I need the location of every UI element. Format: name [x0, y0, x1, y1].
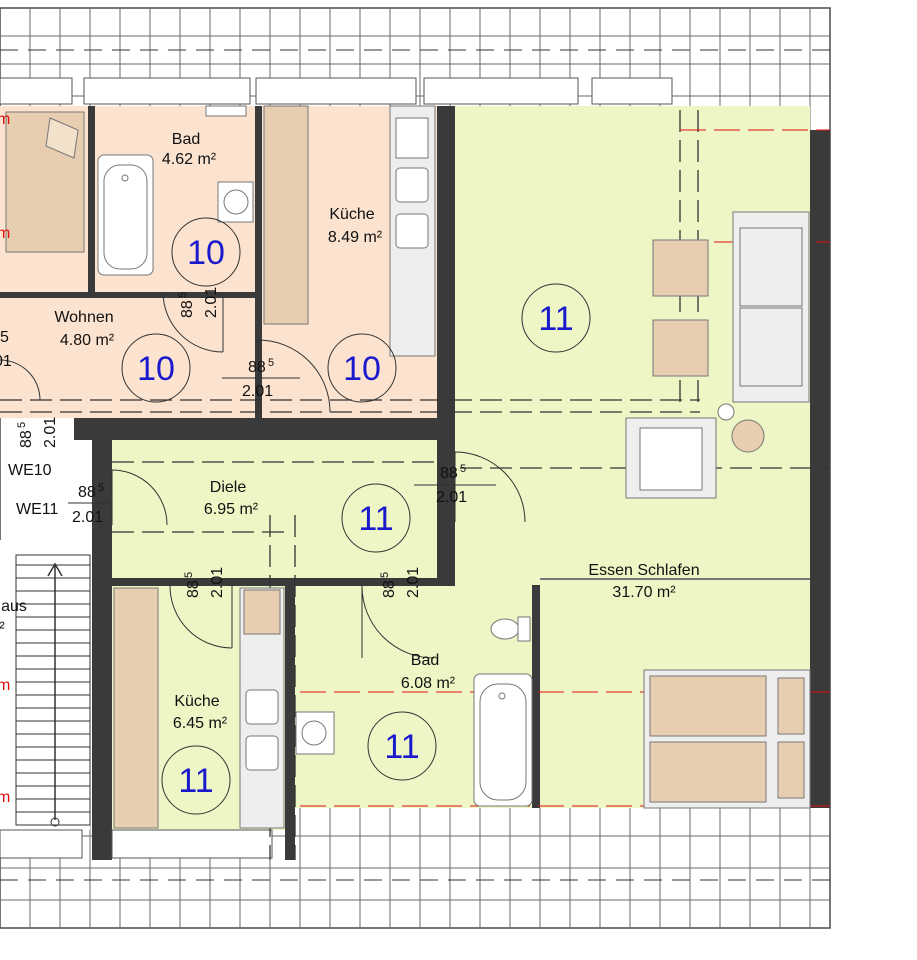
- unit-number-we10: 10: [137, 350, 175, 388]
- room-area-treppenhaus: ²: [0, 620, 5, 637]
- unit-number-we11: 11: [358, 500, 393, 538]
- red-marker: m: [0, 111, 10, 128]
- room-name-bad-we10: Bad: [172, 131, 200, 148]
- svg-text:88: 88: [440, 465, 458, 482]
- room-name-diele-we11: Diele: [210, 479, 247, 496]
- svg-text:88: 88: [248, 359, 266, 376]
- room-area-bad-we10: 4.62 m²: [162, 151, 217, 168]
- svg-text:2.01: 2.01: [72, 509, 103, 526]
- room-labels: Bad 4.62 m² Küche 8.49 m² Wohnen 4.80 m²…: [0, 131, 700, 732]
- room-name-treppenhaus: aus: [1, 598, 27, 615]
- staircase: [15, 554, 91, 827]
- svg-text:5: 5: [183, 572, 195, 578]
- svg-text:5: 5: [268, 357, 274, 369]
- room-name-wohnen-we10: Wohnen: [54, 309, 113, 326]
- unit-labels: WE10 WE11: [6, 460, 86, 518]
- red-marker: m: [0, 225, 10, 242]
- counter-icon: [263, 105, 309, 325]
- door-dimensions-vertical: 88 5 2.01 88 5 2.01 88 5 2.01 88 5 2.01: [16, 287, 422, 598]
- red-marker: m: [0, 677, 10, 694]
- svg-text:2.01: 2.01: [203, 287, 220, 318]
- unit-circles: [121, 217, 591, 815]
- svg-text:2.01: 2.01: [436, 489, 467, 506]
- we10-wohnen-fill: [0, 298, 258, 418]
- furniture: [5, 105, 811, 829]
- door-dim-essen: 88 5 2.01: [414, 463, 496, 506]
- room-area-wohnen-we10: 4.80 m²: [60, 332, 115, 349]
- svg-text:88: 88: [18, 430, 35, 448]
- svg-text:88: 88: [179, 300, 196, 318]
- red-marker: m: [0, 789, 10, 806]
- svg-text:2.01: 2.01: [405, 567, 422, 598]
- svg-text:5: 5: [98, 482, 104, 494]
- room-area-kueche-we11: 6.45 m²: [173, 715, 228, 732]
- side-table-icon: [731, 419, 765, 453]
- svg-text:88: 88: [78, 484, 96, 501]
- unit-number-we10: 10: [343, 350, 381, 388]
- svg-text:88: 88: [185, 580, 202, 598]
- door-dimensions: 88 5 2.01 88 5 2.01 88 5 2.01: [68, 357, 496, 526]
- counter-icon: [113, 587, 159, 829]
- toilet-icon: [490, 618, 520, 640]
- windows: [0, 77, 673, 859]
- svg-text:2.01: 2.01: [242, 383, 273, 400]
- unit-numbers: 10 10 10 11 11 11 11: [137, 234, 574, 800]
- unit-number-we11: 11: [538, 300, 573, 338]
- room-area-bad-we11: 6.08 m²: [401, 675, 456, 692]
- svg-text:5: 5: [177, 292, 189, 298]
- room-name-kueche-we10: Küche: [329, 206, 374, 223]
- svg-text:5: 5: [379, 572, 391, 578]
- room-area-diele-we11: 6.95 m²: [204, 501, 259, 518]
- chair-icon: [652, 319, 709, 377]
- we11-diele-fill: [112, 440, 437, 580]
- unit-number-we11: 11: [178, 762, 213, 800]
- room-area-essen-we11: 31.70 m²: [612, 584, 676, 601]
- room-area-kueche-we10: 8.49 m²: [328, 229, 383, 246]
- edge-fragment-01: 01: [0, 353, 12, 370]
- unit-label-we11: WE11: [16, 501, 58, 518]
- svg-text:2.01: 2.01: [42, 417, 59, 448]
- door-dim-diele: 88 5 2.01: [68, 482, 112, 526]
- room-name-kueche-we11: Küche: [174, 693, 219, 710]
- walls: [0, 106, 830, 860]
- edge-fragments: 5 01 m m m m: [0, 111, 12, 806]
- unit-number-we10: 10: [187, 234, 225, 272]
- svg-text:2.01: 2.01: [209, 567, 226, 598]
- door-swings: [0, 291, 526, 659]
- room-name-essen-we11: Essen Schlafen: [588, 562, 699, 579]
- svg-text:5: 5: [460, 463, 466, 475]
- unit-label-we10: WE10: [8, 462, 52, 479]
- unit-number-we11: 11: [384, 728, 419, 766]
- svg-text:5: 5: [16, 422, 28, 428]
- edge-fragment-5: 5: [0, 329, 9, 346]
- room-name-bad-we11: Bad: [411, 652, 439, 669]
- svg-text:88: 88: [381, 580, 398, 598]
- door-dim-kueche-we10: 88 5 2.01: [222, 357, 300, 400]
- chair-icon: [652, 239, 709, 297]
